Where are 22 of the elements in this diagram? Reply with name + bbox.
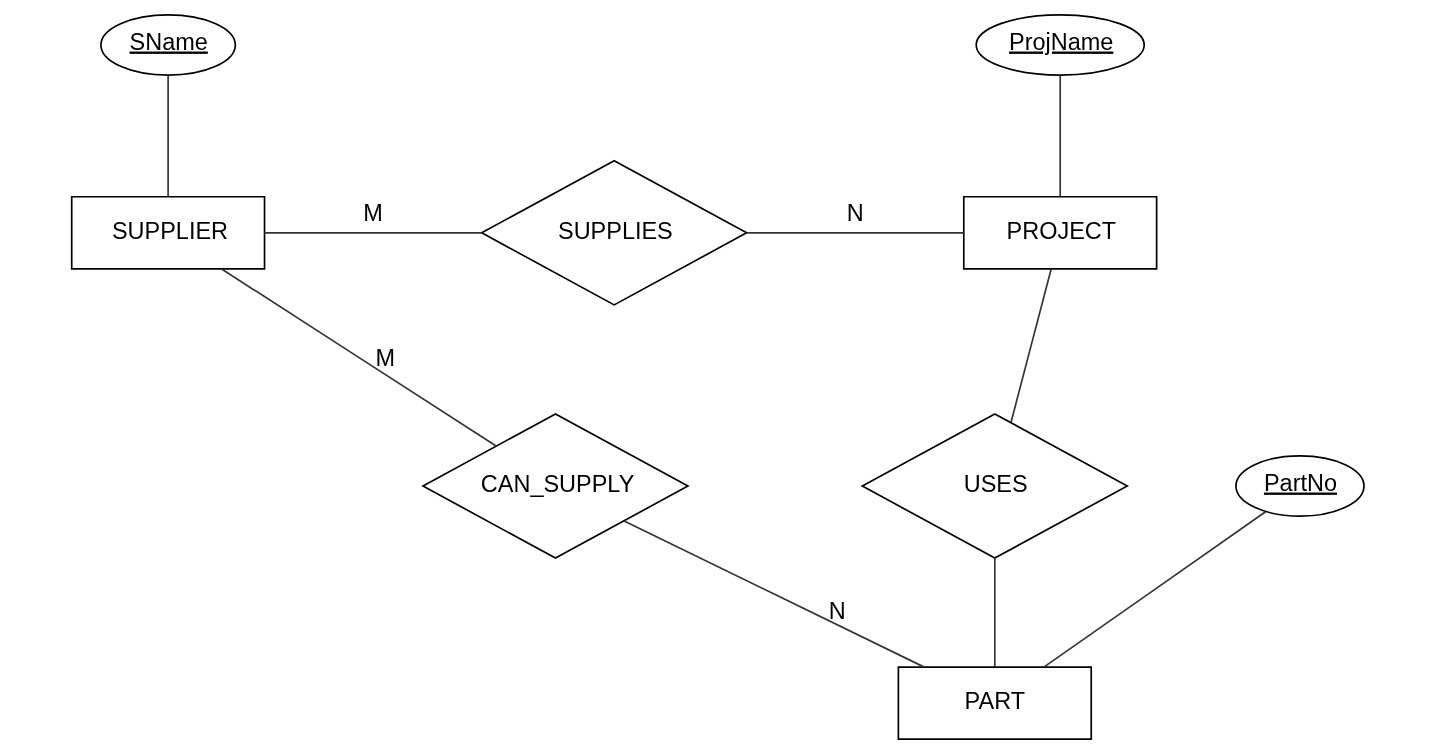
node-box: PROJECT [962, 195, 1157, 270]
connector [993, 557, 996, 668]
edge-label: N [828, 597, 846, 624]
node-ellipse: PartNo [1234, 454, 1365, 517]
connector [622, 520, 925, 668]
node-diamond: USES [860, 412, 1129, 560]
connector [263, 231, 482, 234]
edge-label: M [374, 344, 395, 371]
node-diamond: CAN_SUPPLY [420, 412, 690, 560]
connector [745, 231, 964, 234]
connector [220, 268, 497, 447]
connector [1042, 510, 1266, 668]
node-box: PART [897, 666, 1092, 741]
node-diamond: SUPPLIES [479, 159, 748, 306]
connector [1058, 74, 1061, 198]
node-ellipse: SName [99, 13, 236, 76]
connector [166, 74, 169, 198]
node-box: SUPPLIER [70, 195, 265, 270]
connector [1009, 268, 1052, 424]
node-ellipse: ProjName [974, 13, 1145, 76]
edge-label: M [362, 200, 383, 227]
edge-label: N [846, 200, 864, 227]
